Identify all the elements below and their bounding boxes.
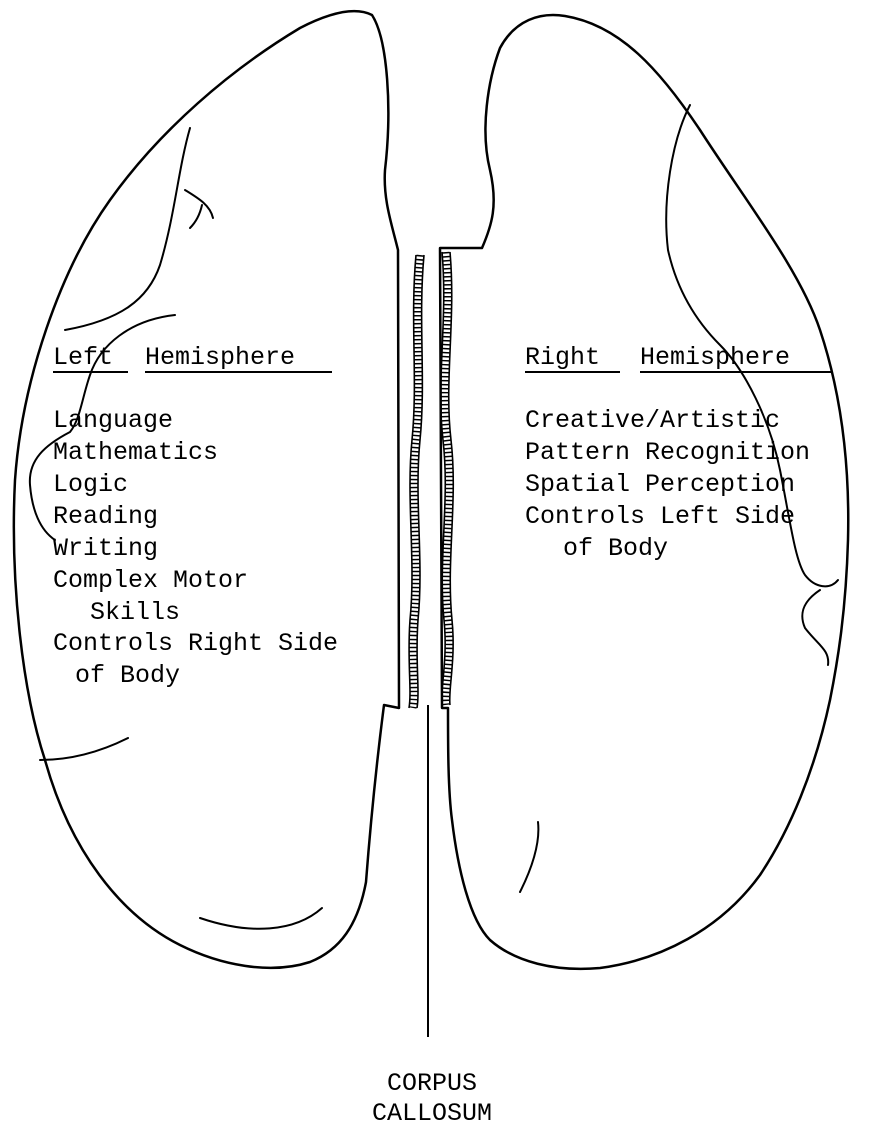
corpus-callosum-strip-left <box>409 255 424 708</box>
left-function-item-continued: Skills <box>90 598 180 627</box>
right-heading-word-2: Hemisphere <box>640 343 790 372</box>
right-function-item-continued: of Body <box>563 534 668 563</box>
left-heading-word-2: Hemisphere <box>145 343 295 372</box>
left-function-item: Logic <box>53 470 128 499</box>
right-function-item: Controls Left Side <box>525 502 795 531</box>
left-function-item: Writing <box>53 534 158 563</box>
left-sulcus-lower <box>40 738 128 760</box>
left-sulcus-bottom <box>200 908 322 929</box>
right-function-item: Creative/Artistic <box>525 406 780 435</box>
left-function-item: Language <box>53 406 173 435</box>
left-heading-word-1: Left <box>53 343 113 372</box>
left-sulcus-branch <box>185 190 213 228</box>
left-function-item: Mathematics <box>53 438 218 467</box>
right-function-item: Pattern Recognition <box>525 438 810 467</box>
left-function-item: Controls Right Side <box>53 629 338 658</box>
left-function-item: Reading <box>53 502 158 531</box>
corpus-callosum-label-line-1: CORPUS <box>387 1069 477 1098</box>
right-sulcus-lower-lobe <box>802 590 828 665</box>
left-sulcus-upper <box>65 128 190 330</box>
right-function-item: Spatial Perception <box>525 470 795 499</box>
left-function-item: Complex Motor <box>53 566 248 595</box>
left-function-item-continued: of Body <box>75 661 180 690</box>
right-sulcus-bottom <box>520 822 538 892</box>
corpus-callosum-label-line-2: CALLOSUM <box>372 1099 492 1126</box>
right-heading-word-1: Right <box>525 343 600 372</box>
